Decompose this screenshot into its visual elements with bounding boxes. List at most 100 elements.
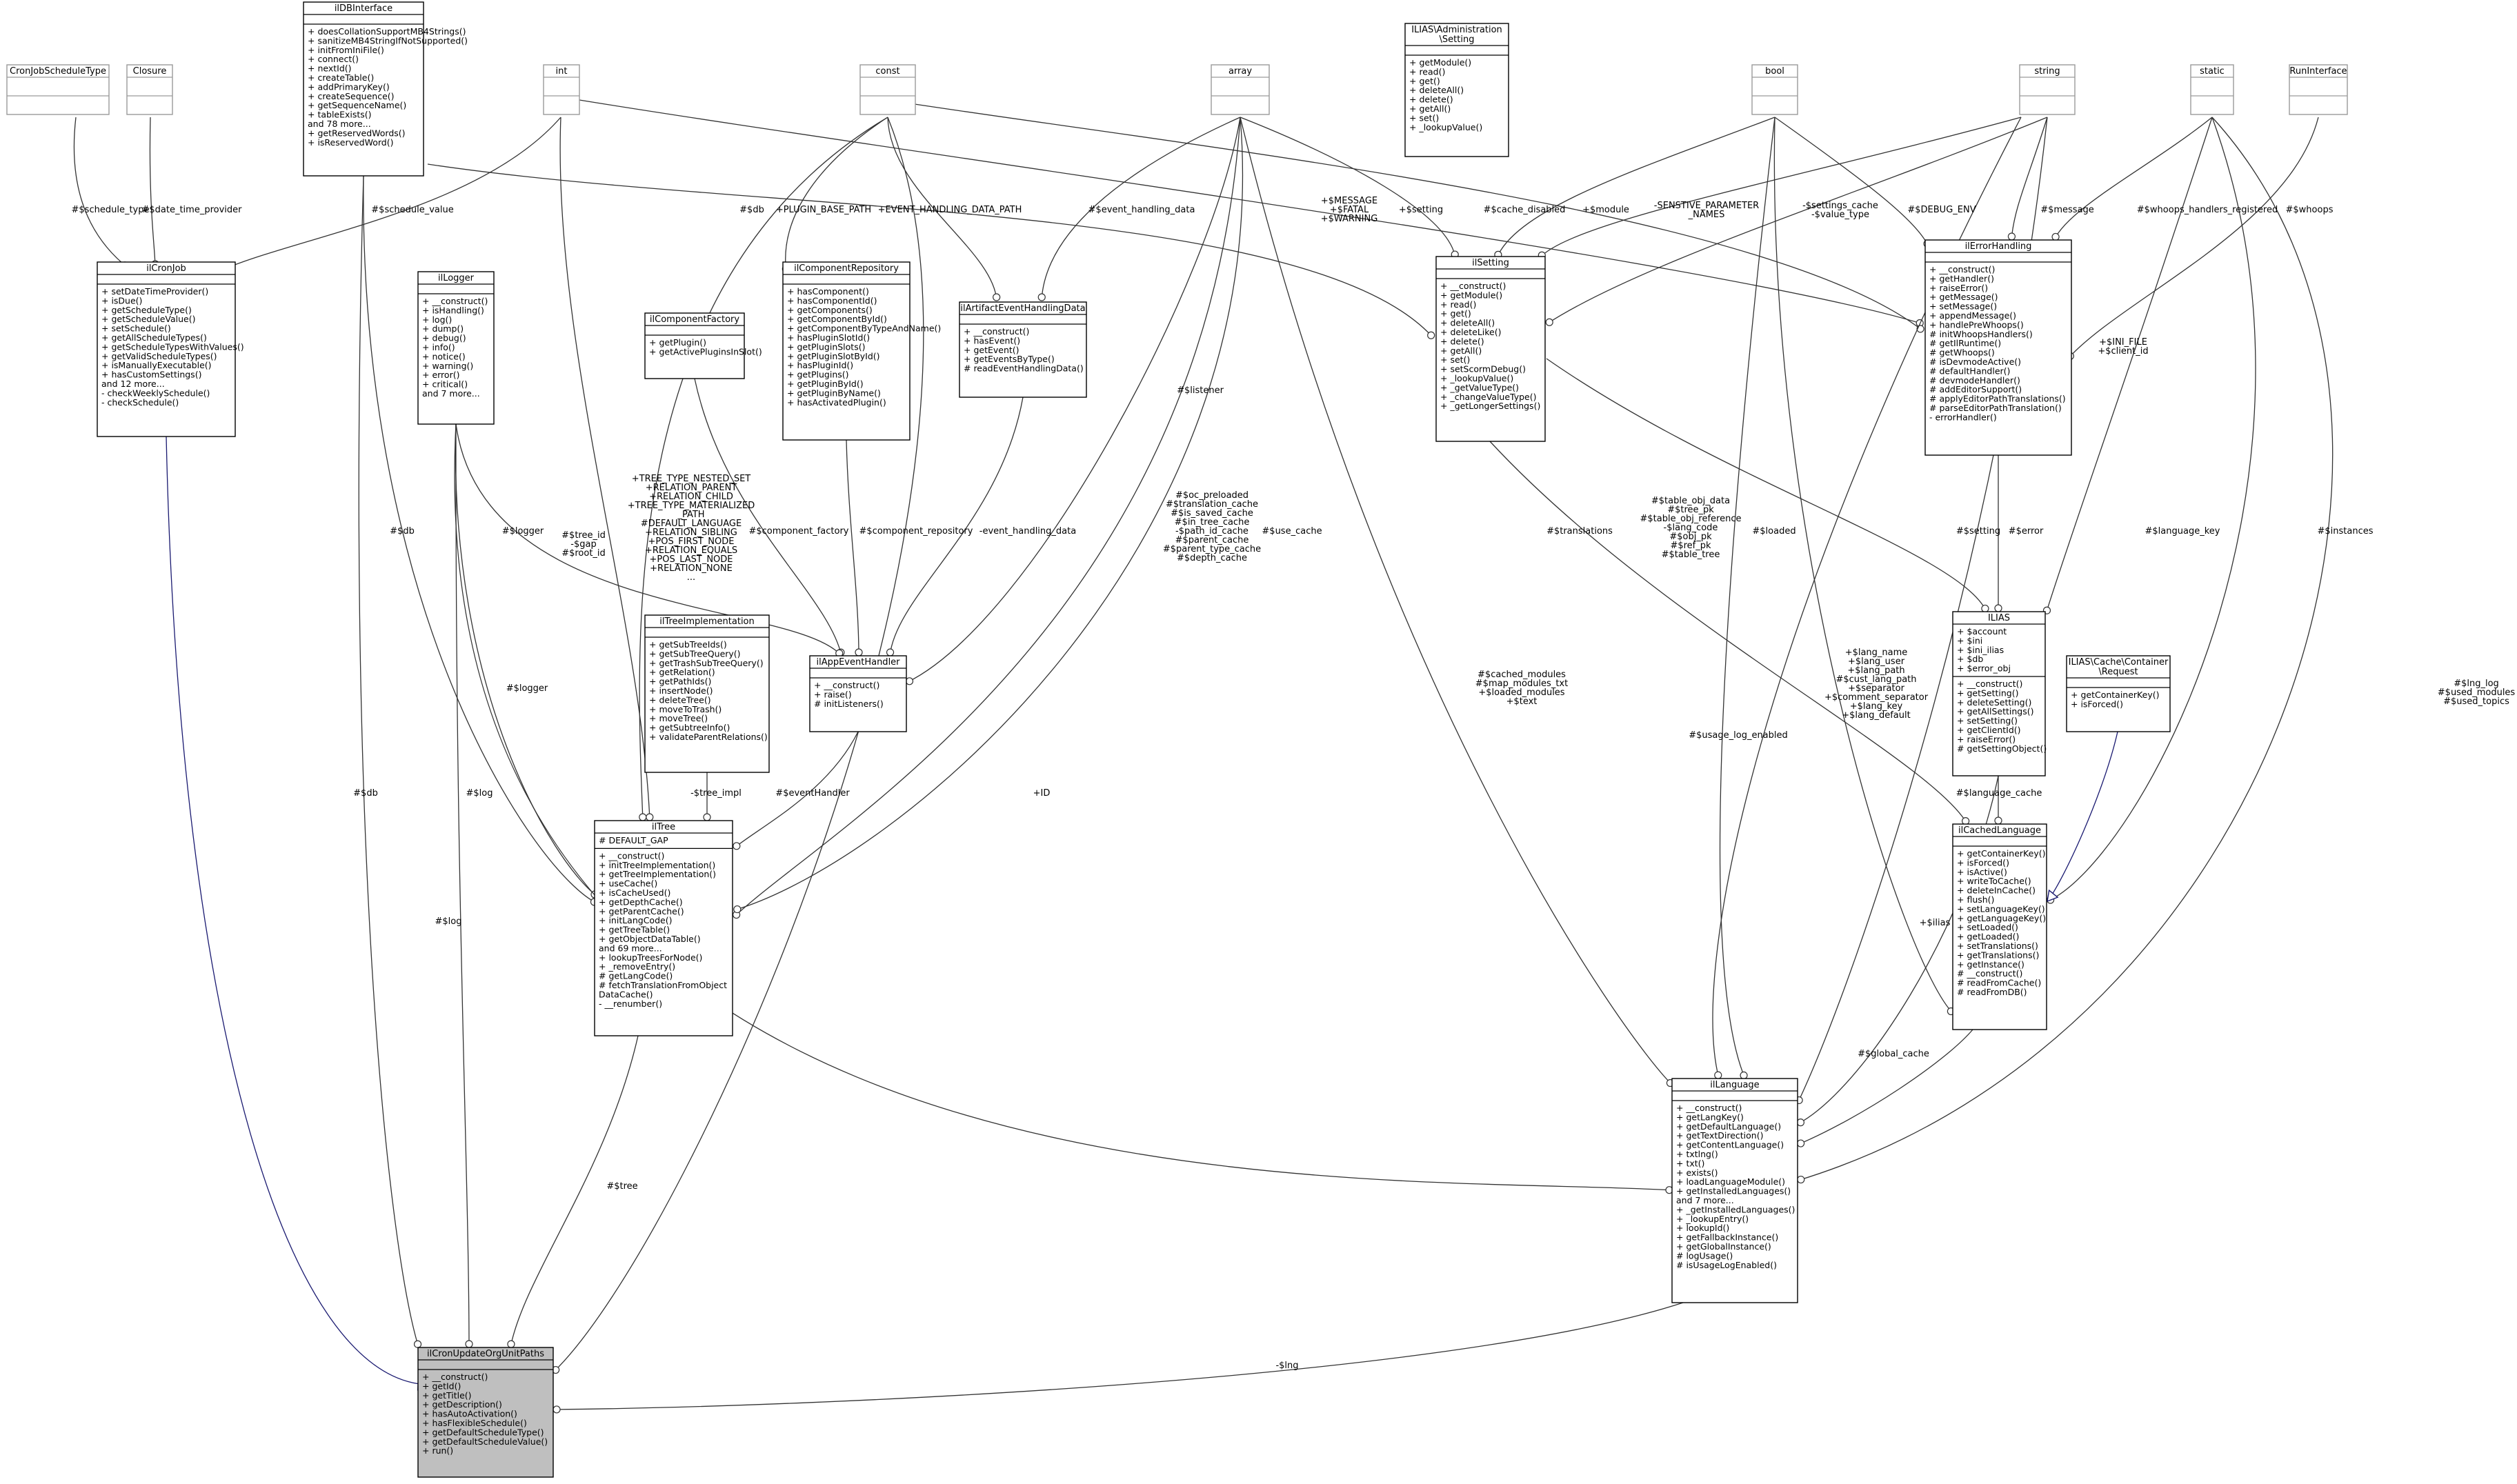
- class-method: + getComponents(): [787, 305, 873, 315]
- edge-label: #$date_time_provider: [141, 205, 242, 215]
- edge-label-line: #$ref_pk: [1670, 541, 1711, 551]
- class-node[interactable]: ilCronJob+ setDateTimeProvider()+ isDue(…: [97, 261, 244, 437]
- class-method: and 69 more...: [599, 943, 662, 953]
- class-node[interactable]: CronJobScheduleType: [6, 64, 110, 115]
- class-method: + set(): [1409, 112, 1439, 123]
- class-method: and 12 more...: [101, 379, 165, 389]
- class-method: + get(): [1409, 76, 1440, 86]
- class-node[interactable]: ilComponentRepository+ hasComponent()+ h…: [782, 261, 941, 441]
- class-method: + __construct(): [422, 296, 488, 306]
- class-method: + getAll(): [1440, 345, 1482, 356]
- class-node[interactable]: ilComponentFactory+ getPlugin()+ getActi…: [644, 312, 762, 379]
- edge-label-line: #$obj_pk: [1669, 532, 1712, 542]
- inheritance-edge: [2047, 731, 2118, 902]
- class-node[interactable]: ilCronUpdateOrgUnitPaths+ __construct()+…: [417, 1347, 554, 1478]
- class-method: # logUsage(): [1676, 1250, 1733, 1261]
- edge-label: #$language_key: [2145, 526, 2220, 537]
- class-node[interactable]: ilLanguage+ __construct()+ getLangKey()+…: [1671, 1078, 1798, 1303]
- class-method: - checkSchedule(): [101, 397, 179, 408]
- class-method: + getLangKey(): [1676, 1112, 1744, 1122]
- association-edge: [887, 99, 1924, 332]
- class-box: [543, 64, 580, 115]
- edge-label-line: +$INI_FILE: [2099, 337, 2147, 348]
- class-node[interactable]: ILIAS+ $account+ $ini+ $ini_ilias+ $db+ …: [1952, 611, 2047, 776]
- class-method: + getPluginByName(): [787, 388, 881, 398]
- class-method: + getContentLanguage(): [1676, 1140, 1784, 1150]
- class-node[interactable]: array: [1211, 64, 1270, 115]
- class-title: array: [1228, 66, 1252, 77]
- class-method: and 78 more...: [308, 119, 371, 129]
- class-node[interactable]: ILIAS\Administration\Setting+ getModule(…: [1404, 23, 1509, 157]
- edge-label: #$language_cache: [1956, 788, 2042, 799]
- edge-label-line: #$log: [466, 788, 493, 799]
- edge-label-line: #$log: [435, 916, 462, 927]
- association-edge: [694, 378, 842, 656]
- class-node[interactable]: ilAppEventHandler+ __construct()+ raise(…: [809, 655, 907, 732]
- class-method: + getSetting(): [1957, 688, 2018, 698]
- edge-label: -SENSTIVE_PARAMETER_NAMES: [1654, 201, 1759, 220]
- class-node[interactable]: ilDBInterface+ doesCollationSupportMB4St…: [303, 1, 468, 177]
- class-attribute: # DEFAULT_GAP: [599, 835, 668, 845]
- edge-label: #$db: [353, 788, 378, 799]
- class-method: + setSchedule(): [101, 323, 171, 334]
- association-edge: [579, 99, 1924, 325]
- edge-label-line: #$depth_cache: [1177, 553, 1247, 563]
- class-node[interactable]: RunInterface: [2289, 64, 2348, 115]
- edge-label: +$ilias: [1920, 918, 1951, 928]
- class-node[interactable]: ilTree# DEFAULT_GAP+ __construct()+ init…: [594, 820, 733, 1036]
- class-method: + raise(): [814, 689, 852, 699]
- edge-label-line: ...: [687, 572, 695, 583]
- edge-label-line: #$parent_type_cache: [1163, 544, 1261, 554]
- aggregation-head-icon: [1740, 1071, 1748, 1080]
- class-method: # getSettingObject(): [1957, 743, 2047, 754]
- edge-label-line: -$tree_impl: [690, 788, 742, 799]
- class-node[interactable]: ilArtifactEventHandlingData+ __construct…: [959, 301, 1087, 398]
- class-node[interactable]: Closure: [126, 64, 173, 115]
- class-node[interactable]: ilSetting+ __construct()+ getModule()+ r…: [1435, 256, 1546, 442]
- class-method: - checkWeeklySchedule(): [101, 388, 210, 398]
- class-title: ilLogger: [438, 273, 475, 283]
- edge-label-line: #$table_obj_reference: [1640, 514, 1742, 524]
- class-method: + initLangCode(): [599, 915, 672, 925]
- edge-label-line: #$error: [2009, 526, 2044, 537]
- edge-label-line: #$table_obj_data: [1651, 496, 1730, 506]
- class-method: + getComponentById(): [787, 314, 887, 324]
- class-node[interactable]: int: [543, 64, 580, 115]
- class-method: # readEventHandlingData(): [964, 363, 1084, 374]
- class-node[interactable]: string: [2019, 64, 2076, 115]
- edge-label-line: +$WARNING: [1321, 214, 1378, 224]
- association-edge: [427, 163, 1434, 339]
- class-method: + deleteAll(): [1409, 85, 1464, 95]
- edge-label: +$lang_name+$lang_user+$lang_path#$cust_…: [1824, 648, 1929, 721]
- edge-label-line: +$lang_key: [1850, 701, 1903, 712]
- class-node[interactable]: static: [2190, 64, 2234, 115]
- edge-label: #$listener: [1177, 385, 1224, 396]
- association-edge: [510, 1035, 639, 1348]
- class-box: [417, 271, 495, 425]
- edge-label: #$cache_disabled: [1484, 205, 1566, 215]
- class-method: + hasActivatedPlugin(): [787, 397, 886, 408]
- class-node[interactable]: ilLogger+ __construct()+ isHandling()+ l…: [417, 271, 495, 425]
- class-node[interactable]: ilTreeImplementation+ getSubTreeIds()+ g…: [644, 614, 770, 773]
- class-method: # getIlRuntime(): [1929, 338, 2001, 348]
- class-node[interactable]: ilCachedLanguage+ getContainerKey()+ isF…: [1952, 823, 2047, 1030]
- aggregation-head-icon: [886, 648, 895, 656]
- class-node[interactable]: bool: [1751, 64, 1798, 115]
- class-title: ilAppEventHandler: [816, 657, 900, 668]
- class-method: + getTreeImplementation(): [599, 869, 716, 879]
- class-box: [1435, 256, 1546, 442]
- class-node[interactable]: ilErrorHandling+ __construct()+ getHandl…: [1924, 239, 2072, 456]
- edge-label-line: #$in_tree_cache: [1175, 517, 1250, 528]
- association-edge: [887, 117, 997, 301]
- class-node[interactable]: const: [859, 64, 916, 115]
- class-method: + getPlugins(): [787, 370, 849, 380]
- class-method: + connect(): [308, 54, 359, 64]
- association-edge: [227, 117, 561, 268]
- class-box: [1211, 64, 1270, 115]
- association-edge: [454, 423, 1673, 1191]
- class-method: + hasComponentId(): [787, 295, 877, 305]
- association-edge: [846, 439, 859, 656]
- edge-label: #$whoops_handlers_registered: [2137, 205, 2278, 215]
- class-node[interactable]: ILIAS\Cache\Container\Request+ getContai…: [2066, 655, 2171, 732]
